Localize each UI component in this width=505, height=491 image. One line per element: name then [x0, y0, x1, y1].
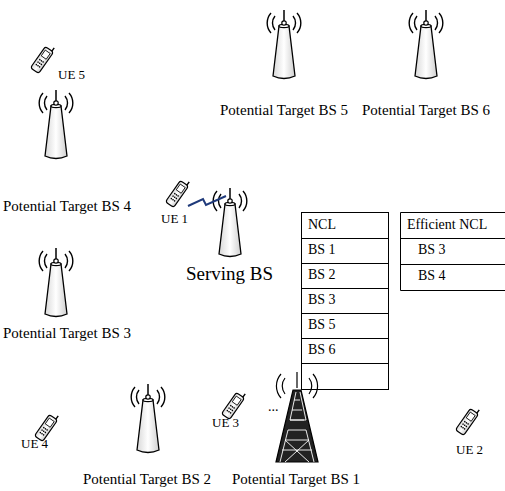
- table-header: NCL: [308, 218, 336, 232]
- serving-bs-label: Serving BS: [186, 264, 273, 283]
- ue-label: UE 4: [21, 437, 48, 450]
- table-cell: BS 1: [308, 243, 336, 257]
- table-cell: BS 2: [308, 268, 336, 282]
- bs-icon: [267, 10, 301, 79]
- bs-icon: [39, 90, 73, 159]
- bs-label: Potential Target BS 6: [362, 103, 490, 118]
- bs-label: Potential Target BS 4: [3, 199, 131, 214]
- table-cell: BS 4: [418, 269, 446, 283]
- ue-label: UE 2: [456, 443, 483, 456]
- table-cell: BS 3: [308, 293, 336, 307]
- bs-label: Potential Target BS 1: [232, 472, 360, 487]
- tower-icon: [276, 372, 318, 462]
- table-cell: BS 3: [418, 243, 446, 257]
- ue-icon: [30, 43, 55, 73]
- bs-label: Potential Target BS 3: [3, 326, 131, 341]
- ue-label: UE 1: [161, 212, 188, 225]
- table-cell: BS 5: [308, 318, 336, 332]
- bs-icon: [131, 384, 165, 453]
- ue-label: UE 3: [212, 416, 239, 429]
- ue-icon: [455, 405, 480, 435]
- bs-icon: [213, 188, 247, 257]
- bs-icon: [39, 248, 73, 317]
- ellipsis: ...: [268, 400, 279, 414]
- table-header: Efficient NCL: [407, 218, 487, 232]
- bs-label: Potential Target BS 5: [220, 103, 348, 118]
- ue-icon: [165, 177, 190, 207]
- ue-label: UE 5: [58, 68, 85, 81]
- ue-icon: [221, 389, 246, 419]
- ncl-table: [302, 213, 389, 390]
- table-cell: BS 6: [308, 343, 336, 357]
- bs-icon: [409, 10, 443, 79]
- efficient-ncl-table: [401, 213, 505, 291]
- bs-label: Potential Target BS 2: [83, 472, 211, 487]
- wireless-link: [188, 196, 226, 206]
